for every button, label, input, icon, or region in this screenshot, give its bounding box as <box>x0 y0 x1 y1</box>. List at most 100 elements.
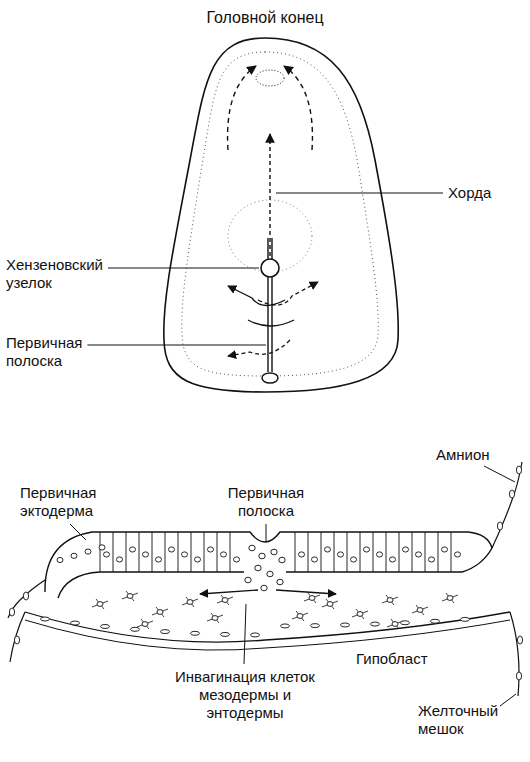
mesoderm-cell <box>442 593 458 603</box>
leader-line <box>500 694 516 706</box>
cell-nucleus <box>297 614 303 619</box>
leader-line <box>87 345 266 346</box>
cells <box>9 466 522 680</box>
part-label: Желточный мешок <box>418 702 526 738</box>
cell-nucleus <box>259 553 265 559</box>
cell-nucleus <box>99 545 105 550</box>
cell-nucleus <box>195 557 201 562</box>
cell-nucleus <box>85 549 91 554</box>
mesoderm-cell <box>182 597 198 607</box>
cell-nucleus <box>234 557 240 562</box>
leader-line <box>70 524 86 540</box>
cell-nucleus <box>325 547 331 552</box>
cell-nucleus <box>142 622 148 627</box>
migration-arrow <box>248 320 294 326</box>
migration-arrow <box>258 282 318 305</box>
cross-section <box>8 462 522 696</box>
part-label: Инвагинация клеток мезодермы и энтодермы <box>170 668 320 722</box>
cell-wall <box>451 532 452 572</box>
leader-line <box>276 193 443 194</box>
epiblast-bottom <box>58 548 492 598</box>
epiblast-top <box>45 532 492 592</box>
part-label: Первичная полоска <box>6 334 116 370</box>
cell-wall <box>438 532 439 572</box>
cell-nucleus <box>117 557 123 562</box>
flat-cell-nucleus <box>9 608 14 616</box>
hensen-node <box>261 259 279 277</box>
mesoderm-cell <box>412 605 428 615</box>
mesoderm-cell <box>137 619 153 629</box>
cell-wall <box>295 532 296 572</box>
hypoblast-nucleus <box>461 617 470 621</box>
mesoderm-cell <box>92 599 108 609</box>
cell-wall <box>191 532 192 572</box>
hypoblast-line <box>25 620 510 650</box>
yolk-sac-line <box>510 612 519 696</box>
cell-wall <box>113 532 114 572</box>
mesoderm-cell <box>322 599 338 609</box>
cell-nucleus <box>143 552 149 557</box>
part-label: Амнион <box>436 446 526 464</box>
leader-line <box>108 268 259 269</box>
hypoblast-nucleus <box>371 622 380 626</box>
disc-outline <box>164 38 398 392</box>
mesoderm-cell <box>122 591 138 601</box>
cell-nucleus <box>338 552 344 557</box>
migration-arrow <box>228 340 290 356</box>
cell-nucleus <box>309 596 315 601</box>
flat-cell-nucleus <box>509 490 514 498</box>
cell-wall <box>360 532 361 572</box>
flat-cell-nucleus <box>23 592 28 600</box>
hypoblast-line <box>25 612 510 642</box>
cell-nucleus <box>182 552 188 557</box>
hypoblast-nucleus <box>161 630 170 634</box>
cell-wall <box>204 532 205 572</box>
mesoderm-cell <box>207 613 223 623</box>
hypoblast-nucleus <box>221 632 230 636</box>
leader-line <box>484 466 515 482</box>
hypoblast-nucleus <box>311 624 320 628</box>
cell-wall <box>100 532 101 572</box>
cell-nucleus <box>169 547 175 552</box>
migration-arrow <box>284 66 312 150</box>
mesoderm-cell <box>304 593 320 603</box>
cell-nucleus <box>208 547 214 552</box>
cell-nucleus <box>442 547 448 552</box>
mesoderm-cell <box>292 611 308 621</box>
cell-nucleus <box>364 547 370 552</box>
flat-cell-nucleus <box>14 636 19 644</box>
cell-nucleus <box>212 616 218 621</box>
cell-nucleus <box>97 602 103 607</box>
cell-nucleus <box>127 594 133 599</box>
streak-end <box>262 373 278 383</box>
cell-nucleus <box>57 557 63 562</box>
part-label: Первичная эктодерма <box>20 484 130 520</box>
cell-nucleus <box>277 579 283 585</box>
yolk-sac-line <box>10 612 25 662</box>
cell-wall <box>152 532 153 572</box>
cell-nucleus <box>455 552 461 557</box>
cell-wall <box>334 532 335 572</box>
cell-nucleus <box>222 598 228 603</box>
part-label: Гипобласт <box>356 650 466 668</box>
hypoblast-nucleus <box>131 627 140 631</box>
cell-nucleus <box>377 552 383 557</box>
cell-nucleus <box>130 547 136 552</box>
notochord-arrow <box>269 134 270 256</box>
cell-wall <box>230 532 231 572</box>
hypoblast-nucleus <box>41 617 50 621</box>
migration-arrow <box>228 66 256 150</box>
cell-nucleus <box>299 552 305 557</box>
cell-wall <box>347 532 348 572</box>
cell-nucleus <box>387 598 393 603</box>
hypoblast-nucleus <box>71 621 80 625</box>
cell-wall <box>178 532 179 572</box>
cell-wall <box>217 532 218 572</box>
part-label: Хорда <box>448 184 528 202</box>
cell-nucleus <box>157 610 163 615</box>
part-label: Первичная полоска <box>211 484 321 520</box>
hypoblast-nucleus <box>281 624 290 628</box>
leader-line <box>244 604 246 664</box>
migration-arrow <box>276 590 336 594</box>
cell-nucleus <box>221 552 227 557</box>
